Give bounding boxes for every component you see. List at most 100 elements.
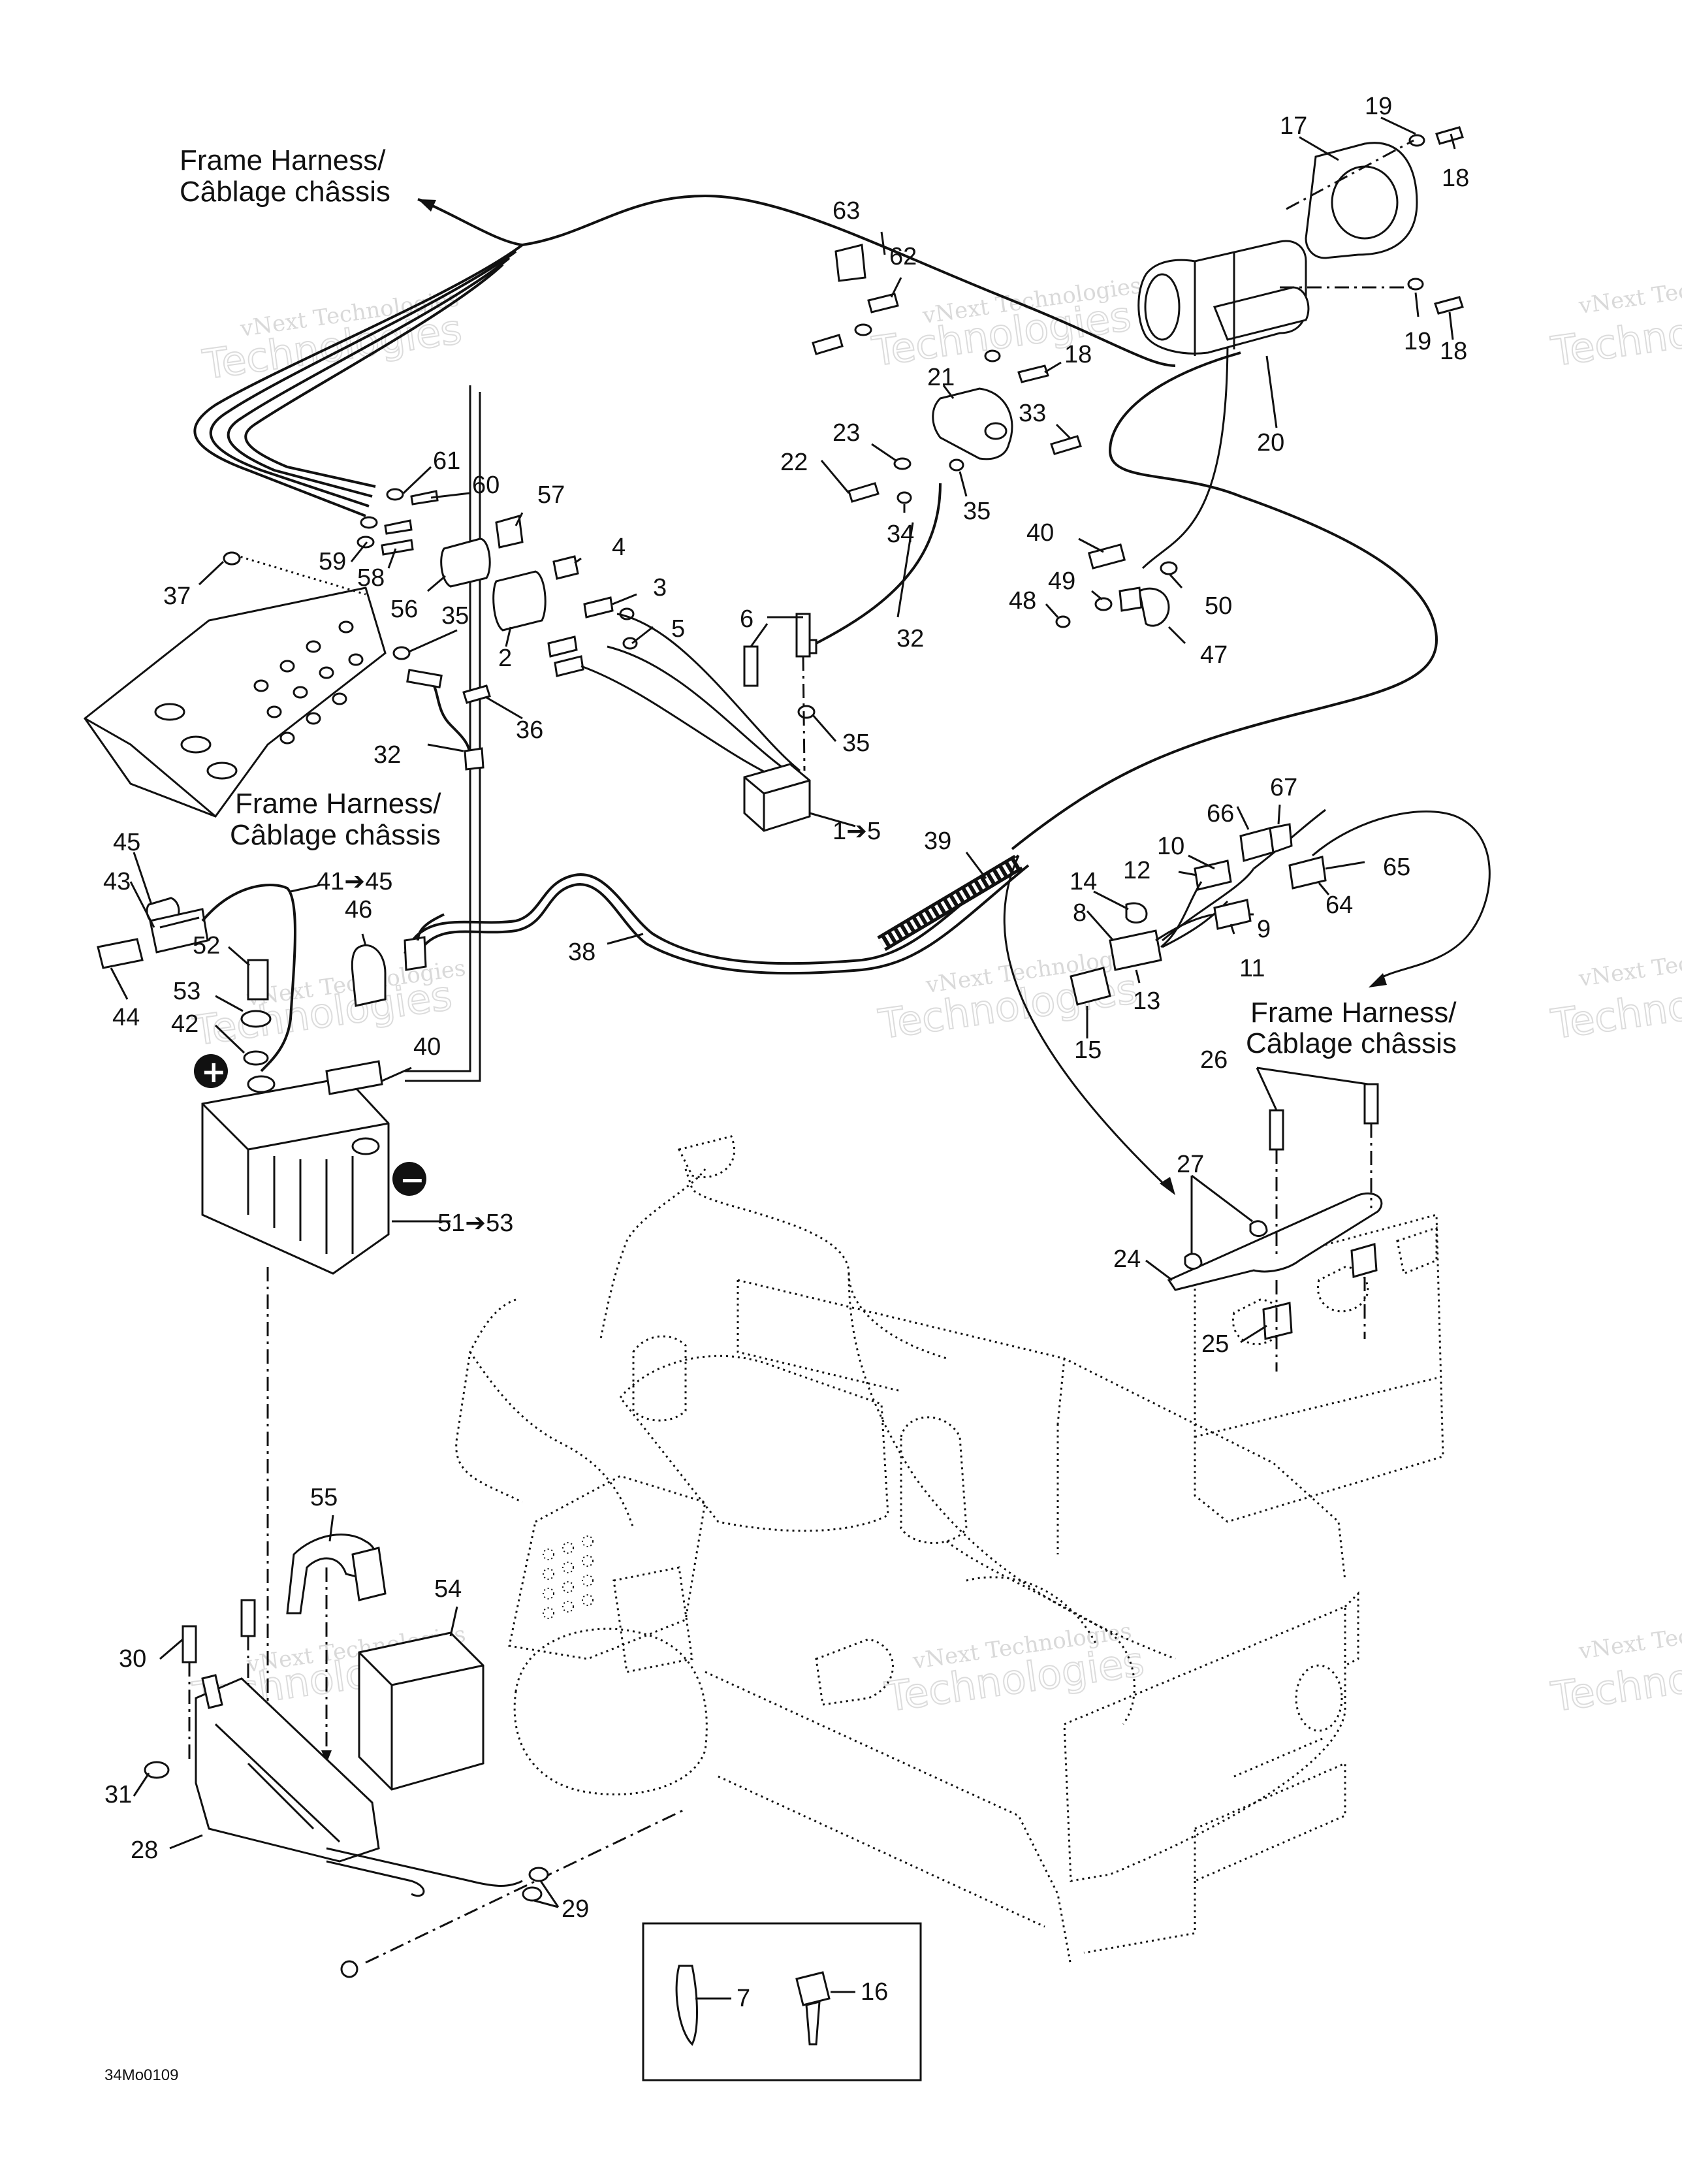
callout-64: 64 xyxy=(1325,891,1353,919)
battery: + − xyxy=(194,1054,426,1275)
harness-wire xyxy=(405,385,471,1072)
frame-rail xyxy=(705,1671,1072,1967)
callout-26: 26 xyxy=(1200,1046,1228,1074)
holder-tab xyxy=(201,1674,223,1709)
nut-34 xyxy=(897,491,912,504)
callout-65: 65 xyxy=(1383,854,1410,881)
nut-31 xyxy=(144,1761,170,1779)
callout-9: 9 xyxy=(1257,916,1271,943)
grommet-25 xyxy=(1350,1243,1378,1278)
callout-67: 67 xyxy=(1270,774,1297,801)
sleeve-63 xyxy=(812,244,899,355)
callout-35: 35 xyxy=(842,730,870,757)
cable-32 xyxy=(809,483,942,648)
callout-38: 38 xyxy=(568,939,595,966)
callout-53: 53 xyxy=(173,978,200,1005)
bracket-24 xyxy=(1167,1192,1383,1291)
terminal xyxy=(406,669,443,688)
callout-54: 54 xyxy=(434,1575,462,1603)
callout-36: 36 xyxy=(516,716,543,744)
frame-tube xyxy=(848,1273,947,1360)
frame-tab xyxy=(677,1135,736,1178)
bolt xyxy=(812,334,844,355)
engine-filler xyxy=(632,1335,687,1422)
harness-label-line2: Câblage châssis xyxy=(230,819,441,851)
arrowhead xyxy=(1369,973,1387,988)
callout-61: 61 xyxy=(433,447,460,475)
side-panel-tab xyxy=(1396,1226,1438,1276)
clip-27 xyxy=(1249,1220,1268,1237)
callout-39: 39 xyxy=(924,827,951,855)
mount-bolts xyxy=(743,613,816,771)
bracket-hole xyxy=(1331,165,1399,240)
callout-66: 66 xyxy=(1207,800,1234,827)
bolt-22 xyxy=(848,482,880,503)
harness-wire xyxy=(193,244,524,517)
callout-14: 14 xyxy=(1070,868,1097,895)
washer-35 xyxy=(797,705,816,719)
harness-wire xyxy=(1312,811,1491,981)
fuse-block-parts xyxy=(1055,543,1178,628)
washer xyxy=(1407,278,1424,291)
terminal xyxy=(464,747,484,771)
connector-64 xyxy=(1288,856,1327,890)
wiring-harness xyxy=(193,194,1491,1195)
frame-rail xyxy=(1056,1358,1066,1424)
arrowhead xyxy=(1160,1177,1175,1195)
bolt-30 xyxy=(182,1625,197,1663)
callout-5: 5 xyxy=(671,615,685,643)
holder-edge xyxy=(214,1723,341,1843)
callout-4: 4 xyxy=(612,534,626,561)
callout-47: 47 xyxy=(1200,641,1228,669)
harness-wire xyxy=(1155,913,1215,942)
bolt xyxy=(1434,296,1464,315)
watermark-text: vNext Technologies xyxy=(1577,1608,1682,1665)
harness-wire xyxy=(227,257,511,498)
callout-33: 33 xyxy=(1019,400,1046,427)
callout-52: 52 xyxy=(193,932,220,959)
washer-49 xyxy=(1094,597,1113,611)
exhaust-hose xyxy=(966,1576,1098,1646)
holder-edge xyxy=(247,1762,315,1830)
engine-block xyxy=(619,1355,889,1532)
bolt-26 xyxy=(1363,1083,1379,1125)
callout-16: 16 xyxy=(861,1978,888,2006)
arrowhead xyxy=(321,1750,332,1763)
bracket-hole xyxy=(984,422,1008,440)
bolt-36 xyxy=(462,684,491,704)
callout-37: 37 xyxy=(163,583,191,610)
perforated-bracket xyxy=(83,551,387,818)
bracket-21 xyxy=(932,387,1013,460)
callout-58: 58 xyxy=(357,564,385,592)
negative-terminal xyxy=(351,1137,380,1155)
nut-61 xyxy=(386,488,404,501)
clip-27 xyxy=(1184,1253,1203,1270)
inset-box xyxy=(642,1922,922,2081)
frame-rail xyxy=(718,1775,1045,1928)
harness-wire xyxy=(209,250,517,507)
rear-frame-edge xyxy=(1344,1591,1359,1667)
rear-frame-plate xyxy=(1194,1761,1346,1883)
callout-8: 8 xyxy=(1073,899,1087,927)
centerline xyxy=(1286,139,1414,210)
frame-rail xyxy=(737,1279,1346,1581)
connector-13 xyxy=(1109,929,1162,971)
callout-22: 22 xyxy=(780,449,808,476)
fuse-15 xyxy=(1070,967,1111,1006)
positive-cable xyxy=(404,854,1020,965)
battery-holder xyxy=(144,1534,686,1978)
drawing-code: 34Mo0109 xyxy=(104,2066,178,2084)
harness-label-line1: Frame Harness/ xyxy=(1250,997,1457,1029)
frame-tube xyxy=(455,1298,523,1503)
washer-50 xyxy=(1160,561,1178,575)
callout-60: 60 xyxy=(472,472,500,499)
plus-sign-badge xyxy=(194,1054,228,1088)
positive-terminal xyxy=(247,1075,276,1093)
callout-42: 42 xyxy=(171,1010,198,1038)
callout-13: 13 xyxy=(1133,988,1160,1015)
callout-17: 17 xyxy=(1280,112,1307,140)
terminal xyxy=(404,936,427,971)
clip xyxy=(340,1960,358,1978)
connector-56 xyxy=(440,538,491,588)
terminal xyxy=(554,655,584,677)
